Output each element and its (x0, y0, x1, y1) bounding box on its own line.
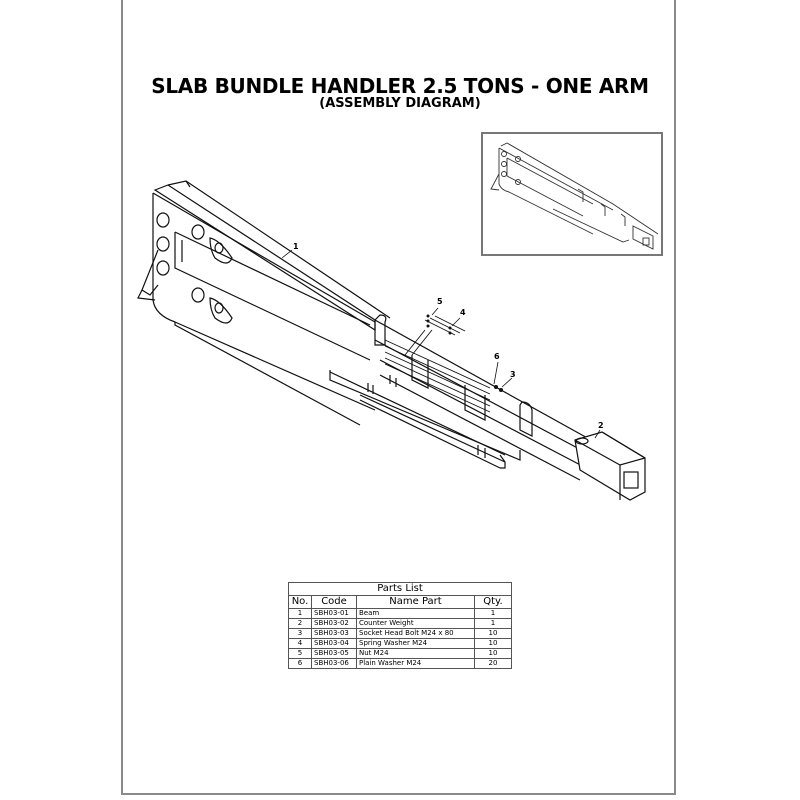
table-row: 3 SBH03-03 Socket Head Bolt M24 x 80 10 (288, 628, 512, 639)
table-row: 1 SBH03-01 Beam 1 (288, 608, 512, 619)
lower-rail (329, 371, 506, 469)
cell-no: 2 (288, 618, 312, 629)
col-header-name: Name Part (356, 595, 475, 609)
cell-qty: 20 (474, 658, 512, 669)
parts-list-table: Parts List No. Code Name Part Qty. 1 SBH… (288, 582, 512, 669)
cell-name: Socket Head Bolt M24 x 80 (356, 628, 475, 639)
table-row: 5 SBH03-05 Nut M24 10 (288, 648, 512, 659)
cell-code: SBH03-03 (311, 628, 357, 639)
cell-name: Nut M24 (356, 648, 475, 659)
callout-6: 6 (494, 352, 500, 361)
cell-qty: 10 (474, 648, 512, 659)
clamp-lugs (374, 314, 533, 437)
cell-name: Spring Washer M24 (356, 638, 475, 649)
col-header-code: Code (311, 595, 357, 609)
cell-no: 1 (288, 608, 312, 619)
cell-code: SBH03-05 (311, 648, 357, 659)
cell-no: 6 (288, 658, 312, 669)
tail-beam (374, 319, 601, 481)
leader-lines (281, 249, 601, 439)
cell-qty: 1 (474, 608, 512, 619)
callout-2: 2 (598, 421, 604, 430)
counter-weight-part (574, 431, 646, 501)
parts-list-caption: Parts List (288, 582, 512, 596)
fasteners (426, 314, 503, 392)
cell-no: 3 (288, 628, 312, 639)
callout-3: 3 (510, 370, 516, 379)
cell-qty: 10 (474, 628, 512, 639)
inset-drawing (490, 142, 659, 250)
callout-1: 1 (293, 242, 299, 251)
table-row: 4 SBH03-04 Spring Washer M24 10 (288, 638, 512, 649)
callout-5: 5 (437, 297, 443, 306)
cell-code: SBH03-06 (311, 658, 357, 669)
col-header-qty: Qty. (474, 595, 512, 609)
document-title: SLAB BUNDLE HANDLER 2.5 TONS - ONE ARM (151, 74, 649, 98)
cell-qty: 1 (474, 618, 512, 629)
cell-code: SBH03-02 (311, 618, 357, 629)
bolts (384, 315, 491, 413)
cell-no: 4 (288, 638, 312, 649)
cell-code: SBH03-01 (311, 608, 357, 619)
callout-4: 4 (460, 308, 466, 317)
cell-no: 5 (288, 648, 312, 659)
table-row: 2 SBH03-02 Counter Weight 1 (288, 618, 512, 629)
cell-name: Counter Weight (356, 618, 475, 629)
cell-name: Plain Washer M24 (356, 658, 475, 669)
cell-name: Beam (356, 608, 475, 619)
table-row: 6 SBH03-06 Plain Washer M24 20 (288, 658, 512, 669)
cell-qty: 10 (474, 638, 512, 649)
document-subtitle: (ASSEMBLY DIAGRAM) (319, 96, 481, 111)
inset-assembled-view (481, 132, 663, 256)
col-header-no: No. (288, 595, 312, 609)
cell-code: SBH03-04 (311, 638, 357, 649)
